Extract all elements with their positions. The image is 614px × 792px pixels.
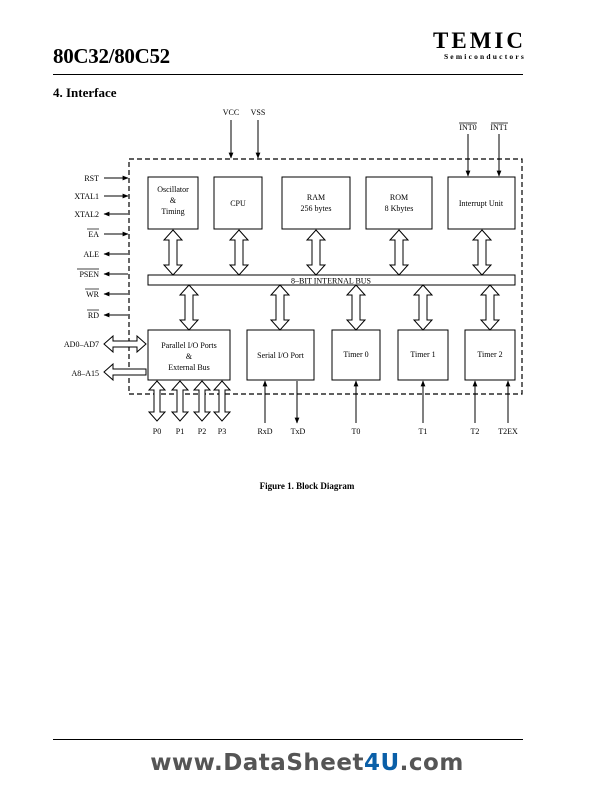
timer0-label: Timer 0 [343,350,368,359]
wr-pin-label: WR [86,290,100,299]
xtal2-pin-label: XTAL2 [74,210,99,219]
bus-arrow-osc [162,229,184,276]
ram-block [281,176,351,230]
rom-label-2: 8 Kbytes [385,204,414,213]
psen-pin-label: PSEN [79,270,99,279]
a-bus-arrow [103,362,147,382]
oscillator-block [147,176,199,230]
bus-arrow-t2 [479,284,501,331]
ram-label-1: RAM [307,193,325,202]
int1-pin-label: INT1 [490,123,507,132]
int0-pin-label: INT0 [459,123,476,132]
brand-name: TEMIC [433,28,526,53]
internal-bus-label: 8–BIT INTERNAL BUS [291,277,371,286]
p0-pin-label: P0 [153,427,161,436]
watermark-accent: 4U [363,750,400,776]
watermark: www.DataSheet4U.com [0,750,614,776]
footer-divider [53,739,523,740]
bus-connections [162,229,501,331]
rom-label-1: ROM [390,193,408,202]
oscillator-label-2: & [170,196,177,205]
ad0-ad7-label: AD0–AD7 [64,340,99,349]
figure-caption: Figure 1. Block Diagram [259,481,355,491]
bus-arrow-t0 [345,284,367,331]
cpu-block [213,176,263,230]
bus-arrow-int [471,229,493,276]
p0-arrow [147,380,167,422]
p1-arrow [170,380,190,422]
rom-block [365,176,433,230]
p2-arrow [192,380,212,422]
t2-pin-label: T2 [471,427,480,436]
watermark-suffix: .com [399,750,464,776]
rd-pin-label: RD [88,311,99,320]
p3-arrow [212,380,232,422]
t0-pin-label: T0 [352,427,361,436]
parallel-io-label-1: Parallel I/O Ports [161,341,217,350]
rxd-pin-label: RxD [257,427,272,436]
t2ex-pin-label: T2EX [498,427,518,436]
ale-pin-label: ALE [83,250,99,259]
parallel-io-label-3: External Bus [168,363,210,372]
serial-io-block [246,329,315,381]
t1-pin-label: T1 [419,427,428,436]
interrupt-unit-label: Interrupt Unit [459,199,504,208]
bus-arrow-sio [269,284,291,331]
txd-pin-label: TxD [291,427,306,436]
interrupt-unit-block [447,176,516,230]
bus-arrow-rom [388,229,410,276]
rst-pin-label: RST [84,174,99,183]
parallel-io-label-2: & [186,352,193,361]
parallel-io-block [147,329,231,381]
p2-pin-label: P2 [198,427,206,436]
p3-pin-label: P3 [218,427,226,436]
chip-boundary [128,158,523,395]
timer1-label: Timer 1 [410,350,435,359]
watermark-prefix: www.DataSheet [150,750,364,776]
ea-pin-label: EA [88,230,99,239]
xtal1-pin-label: XTAL1 [74,192,99,201]
p1-pin-label: P1 [176,427,184,436]
bus-arrow-t1 [412,284,434,331]
vcc-pin-label: VCC [223,108,239,117]
bus-arrow-cpu [228,229,250,276]
port-arrows [147,380,232,422]
ram-label-2: 256 bytes [301,204,332,213]
vss-pin-label: VSS [251,108,266,117]
document-title: 80C32/80C52 [53,44,170,68]
timer2-label: Timer 2 [477,350,502,359]
oscillator-label-3: Timing [161,207,184,216]
header-divider [53,74,523,75]
oscillator-label-1: Oscillator [157,185,189,194]
brand-subtitle: Semiconductors [443,52,526,61]
a8-a15-label: A8–A15 [71,369,99,378]
section-heading: 4. Interface [53,85,117,100]
cpu-label: CPU [230,199,246,208]
bus-arrow-pio [178,284,200,331]
serial-io-label: Serial I/O Port [257,351,304,360]
internal-bus-bar [147,274,516,286]
ad-bus-arrow [103,334,147,354]
bus-arrow-ram [305,229,327,276]
brand-logo: TEMIC Semiconductors [433,28,526,61]
